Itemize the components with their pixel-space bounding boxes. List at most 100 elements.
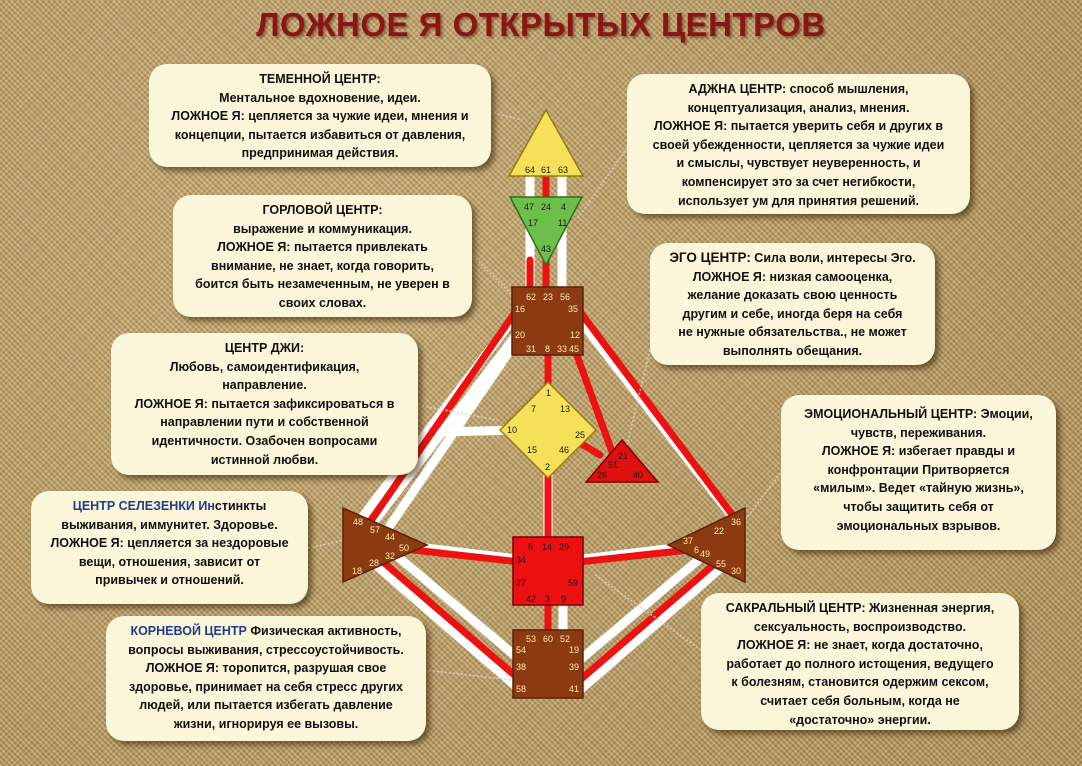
gate-12: 12 [570, 330, 580, 340]
callout-line: Сила воли, интересы Эго. [750, 251, 916, 265]
gate-19: 19 [569, 645, 579, 655]
callout-line: ЛОЖНОЕ Я: цепляется за нездоровые [50, 536, 289, 551]
gate-8: 8 [545, 344, 550, 354]
gate-4: 4 [561, 202, 566, 212]
solar-plexus-center[interactable] [666, 506, 746, 584]
gate-57: 57 [370, 525, 380, 535]
root-center[interactable] [512, 629, 584, 699]
callout-line: и смыслы, чувствует неуверенность, и [676, 156, 921, 171]
callout-line: к болезням, становится одержим сексом, [731, 675, 989, 690]
callout-line: ЛОЖНОЕ Я: пытается привлекать [217, 240, 428, 255]
gate-51: 51 [608, 460, 618, 470]
gate-1: 1 [546, 388, 551, 398]
callout-head-center: ТЕМЕННОЙ ЦЕНТР: Ментальное вдохновение, … [149, 64, 491, 167]
callout-line: «милым». Ведет «тайную жизнь», [813, 481, 1024, 496]
callout-line: АДЖНА ЦЕНТР: способ мышления, [688, 82, 909, 96]
sacral-center[interactable] [512, 536, 584, 606]
callout-line: идентичности. Озабочен вопросами [151, 433, 378, 448]
head-center[interactable] [507, 108, 585, 177]
callout-line: боится быть незамеченным, не уверен в [195, 277, 450, 292]
callout-line: ЛОЖНОЕ Я: избегает правды и [821, 444, 1016, 459]
gate-48: 48 [353, 517, 363, 527]
throat-center[interactable] [511, 286, 584, 356]
pointer-throat [469, 252, 513, 296]
gate-18: 18 [352, 566, 362, 576]
gate-37: 37 [683, 536, 693, 546]
gate-7: 7 [531, 404, 536, 414]
ego-center[interactable] [584, 438, 660, 483]
callout-line: ЛОЖНОЕ Я: цепляется за чужие идеи, мнени… [171, 109, 469, 124]
g-center[interactable] [498, 380, 598, 480]
callout-line: своих словах. [278, 295, 367, 310]
callout-line: ЭГО ЦЕНТР: Сила воли, интересы Эго. [658, 249, 927, 268]
pointer-lines [307, 111, 784, 681]
pointer-head [489, 111, 523, 121]
callout-line: желание доказать свою ценность [687, 288, 898, 303]
spleen-center[interactable] [342, 506, 429, 584]
callout-heading: ЭГО ЦЕНТР: [669, 250, 751, 265]
gate-5: 5 [528, 542, 533, 552]
callout-line: считает себя больным, когда не [760, 693, 960, 708]
gate-45: 45 [569, 344, 579, 354]
pointer-g [417, 404, 498, 421]
gate-47: 47 [524, 202, 534, 212]
channel-18-58 [365, 555, 525, 695]
gate-2: 2 [545, 462, 550, 472]
callout-line: концепции, пытается избавиться от давлен… [174, 127, 466, 142]
gate-44: 44 [385, 532, 395, 542]
callout-line: ЛОЖНОЕ Я: не знает, когда достаточно, [737, 638, 983, 653]
gate-38: 38 [516, 662, 526, 672]
callout-line: привычек и отношений. [95, 573, 244, 588]
gate-55: 55 [716, 559, 726, 569]
callout-g-center: ЦЕНТР ДЖИ: Любовь, самоидентификация, на… [111, 333, 418, 475]
callout-line: ТЕМЕННОЙ ЦЕНТР: [259, 72, 381, 86]
callout-heading: КОРНЕВОЙ ЦЕНТР [130, 624, 247, 638]
channel-18-58-red [371, 551, 524, 684]
gate-49: 49 [700, 549, 710, 559]
callout-line: стинкты [214, 499, 267, 513]
pointer-root [424, 669, 513, 681]
callout-line: ЛОЖНОЕ Я: торопится, разрушая свое [145, 661, 387, 676]
callout-solar-plexus-center: ЭМОЦИОНАЛЬНЫЙ ЦЕНТР: Эмоции, чувств, пер… [781, 395, 1056, 550]
gate-40: 40 [633, 470, 643, 480]
ajna-center[interactable] [508, 196, 584, 267]
pointer-spleen [307, 539, 346, 549]
callout-line: другим и себе, иногда беря на себя [682, 306, 903, 321]
gate-41: 41 [569, 684, 579, 694]
channel-16-48-red [364, 301, 524, 529]
callout-line: САКРАЛЬНЫЙ ЦЕНТР: Жизненная энергия, [725, 601, 995, 615]
gate-3: 3 [545, 594, 550, 604]
gate-60: 60 [543, 634, 553, 644]
gate-22: 22 [714, 526, 724, 536]
callout-sacral-center: САКРАЛЬНЫЙ ЦЕНТР: Жизненная энергия, сек… [701, 593, 1019, 730]
gate-10: 10 [507, 425, 517, 435]
callout-line: ГОРЛОВОЙ ЦЕНТР: [262, 203, 383, 217]
callout-line: предпринимая действия. [241, 146, 399, 161]
callout-line: выполнять обещания. [722, 343, 863, 358]
gate-16: 16 [515, 304, 525, 314]
gate-9: 9 [561, 594, 566, 604]
callout-line: внимание, не знает, когда говорить, [211, 258, 434, 273]
gate-58: 58 [516, 684, 526, 694]
gate-42: 42 [526, 594, 536, 604]
callout-line: истинной любви. [210, 452, 319, 467]
callout-line: направление. [222, 378, 307, 393]
callout-line: выражение и коммуникация. [233, 221, 412, 236]
callout-line: КОРНЕВОЙ ЦЕНТР Физическая активность, [114, 622, 418, 641]
gate-43: 43 [541, 244, 551, 254]
gate-34: 34 [516, 555, 526, 565]
gate-62: 62 [526, 292, 536, 302]
gate-54: 54 [516, 645, 526, 655]
gate-32: 32 [385, 551, 395, 561]
callout-heading: ЦЕНТР СЕЛЕЗЕНКИ Ин [72, 499, 215, 513]
gate-64: 64 [525, 165, 535, 175]
callout-line: компенсирует это за счет негибкости, [681, 174, 916, 189]
page-title: ЛОЖНОЕ Я ОТКРЫТЫХ ЦЕНТРОВ [256, 6, 826, 43]
callout-line: использует ум для принятия решений. [678, 193, 919, 208]
callout-line: чувств, переживания. [850, 425, 987, 440]
gate-28: 28 [369, 558, 379, 568]
callout-ego-center: ЭГО ЦЕНТР: Сила воли, интересы Эго. ЛОЖН… [650, 243, 935, 365]
gate-23: 23 [543, 292, 553, 302]
gate-11: 11 [558, 218, 567, 228]
